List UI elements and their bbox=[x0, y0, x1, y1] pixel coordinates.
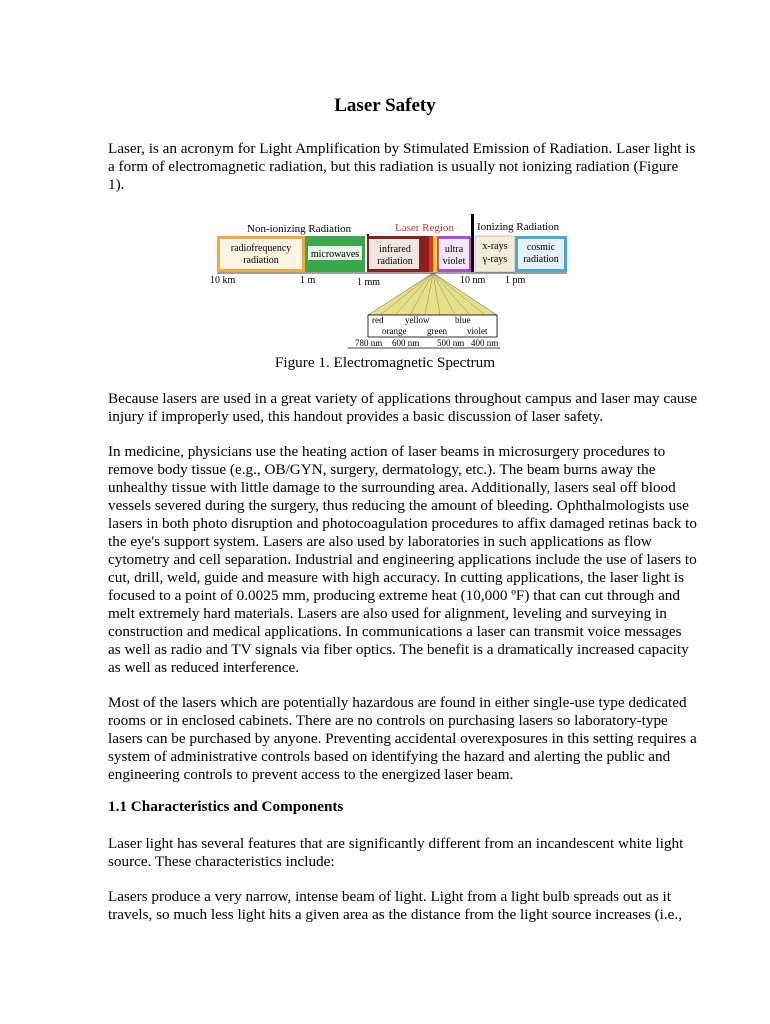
band-ultraviolet: ultra violet bbox=[437, 236, 471, 272]
paragraph-characteristics: Laser light has several features that ar… bbox=[108, 835, 684, 870]
nm-label: 400 nm bbox=[471, 338, 498, 348]
svg-text:radiofrequency: radiofrequency bbox=[231, 243, 292, 254]
intro-paragraph: Laser, is an acronym for Light Amplifica… bbox=[108, 140, 696, 193]
svg-text:γ-rays: γ-rays bbox=[482, 254, 508, 265]
tick-label: 10 km bbox=[210, 275, 236, 286]
ionizing-divider bbox=[471, 214, 474, 272]
paragraph-hazardous: Most of the lasers which are potentially… bbox=[108, 694, 697, 783]
spectrum-diagram: Non-ionizing Radiation Laser Region Ioni… bbox=[210, 214, 567, 349]
divider-tick bbox=[367, 234, 369, 237]
svg-text:cosmic: cosmic bbox=[527, 242, 556, 253]
nm-label: 500 nm bbox=[437, 338, 464, 348]
figure-caption: Figure 1. Electromagnetic Spectrum bbox=[274, 354, 496, 371]
svg-text:x-rays: x-rays bbox=[483, 241, 508, 252]
tick-label: 1 m bbox=[300, 275, 316, 286]
electromagnetic-spectrum-figure: Non-ionizing Radiation Laser Region Ioni… bbox=[205, 212, 575, 352]
svg-text:radiation: radiation bbox=[243, 255, 279, 266]
visible-colors-box bbox=[367, 314, 498, 338]
band-microwaves: microwaves bbox=[305, 236, 365, 272]
paragraph-medicine: In medicine, physicians use the heating … bbox=[108, 443, 697, 676]
band-visible bbox=[429, 236, 437, 272]
region-non-ionizing-label: Non-ionizing Radiation bbox=[247, 223, 352, 235]
paragraph-campus: Because lasers are used in a great varie… bbox=[108, 390, 698, 425]
tick-label: 1 mm bbox=[357, 277, 380, 288]
page-title: Laser Safety bbox=[334, 95, 436, 116]
nm-label: 600 nm bbox=[392, 338, 419, 348]
region-ionizing-label: Ionizing Radiation bbox=[477, 221, 560, 233]
band-cosmic: cosmic radiation bbox=[515, 236, 567, 272]
svg-text:violet: violet bbox=[443, 256, 466, 267]
svg-text:ultra: ultra bbox=[445, 244, 464, 255]
visible-color-label: green bbox=[427, 326, 447, 336]
triangle-hatching bbox=[379, 272, 486, 316]
tick-label: 1 pm bbox=[505, 275, 526, 286]
svg-text:radiation: radiation bbox=[523, 254, 559, 265]
svg-text:microwaves: microwaves bbox=[311, 249, 359, 260]
band-xrays: x-rays γ-rays bbox=[474, 235, 516, 273]
section-heading: 1.1 Characteristics and Components bbox=[108, 798, 344, 815]
svg-text:infrared: infrared bbox=[379, 244, 411, 255]
visible-color-label: yellow bbox=[405, 315, 430, 325]
region-laser-label: Laser Region bbox=[395, 222, 454, 234]
visible-color-label: blue bbox=[455, 315, 471, 325]
nm-label: 780 nm bbox=[355, 338, 382, 348]
visible-color-label: violet bbox=[467, 326, 488, 336]
visible-color-label: orange bbox=[382, 326, 407, 336]
band-infrared: infrared radiation bbox=[367, 236, 429, 272]
band-radiofrequency: radiofrequency radiation bbox=[217, 236, 305, 272]
svg-text:radiation: radiation bbox=[377, 256, 413, 267]
tick-label: 10 nm bbox=[460, 275, 486, 286]
paragraph-narrow-beam: Lasers produce a very narrow, intense be… bbox=[108, 888, 682, 923]
visible-color-label: red bbox=[372, 315, 384, 325]
